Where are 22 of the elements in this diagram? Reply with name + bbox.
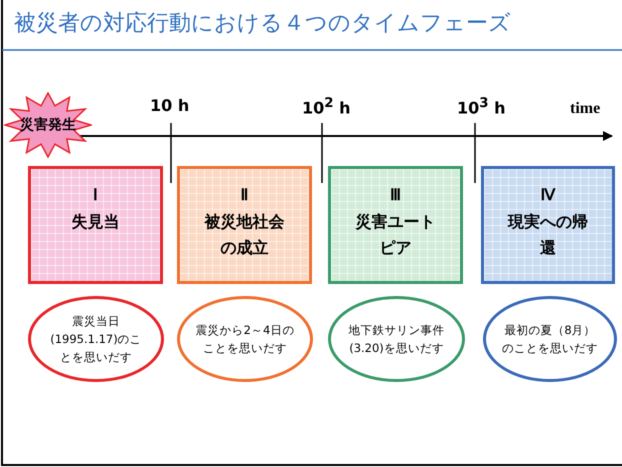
event-label: 災害発生: [20, 116, 76, 134]
phase-title: 失見当: [72, 211, 120, 233]
phase-box: [177, 166, 312, 284]
phase-numeral: Ⅱ: [240, 186, 248, 206]
tick-label: 10$^{3}$ h: [457, 96, 506, 118]
memory-text: 震災当日(1995.1.17)のことを思いだす: [49, 313, 143, 366]
phase-box: [481, 166, 615, 284]
phase-numeral: Ⅳ: [540, 186, 556, 206]
memory-text: 地下鉄サリン事件(3.20)を思いだす: [348, 322, 446, 357]
memory-text: 最初の夏（8月）のことを思いだす: [501, 322, 599, 357]
phase-title: 災害ユートピア: [356, 211, 436, 259]
phase-numeral: Ⅰ: [93, 186, 98, 206]
phase-title: 現実への帰還: [508, 211, 588, 259]
title: 被災者の対応行動における４つのタイムフェーズ: [14, 10, 511, 38]
tick-label: 10 h: [150, 96, 190, 115]
phase-box: [28, 166, 163, 284]
axis-label: time: [570, 100, 600, 118]
phase-box: [328, 166, 463, 284]
memory-text: 震災から2～4日のことを思いだす: [194, 322, 296, 357]
tick-label: 10$^{2}$ h: [302, 96, 351, 118]
phase-numeral: Ⅲ: [390, 186, 401, 206]
phase-title: 被災地社会の成立: [204, 211, 284, 259]
